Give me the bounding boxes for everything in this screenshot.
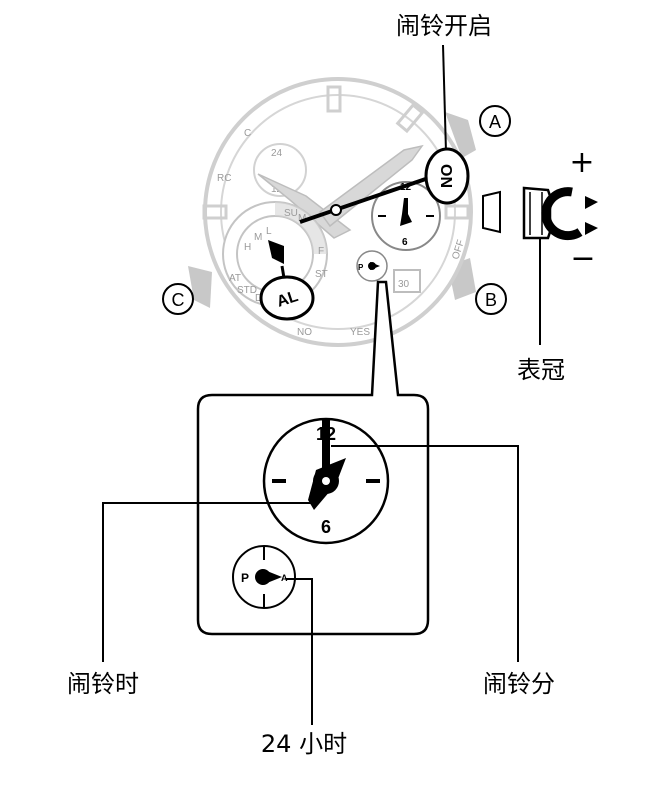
crown [482,186,552,345]
hour24-leader [286,578,313,725]
crown-label: 表冠 [517,356,565,384]
alarm-minute-label: 闹铃分 [483,670,555,698]
marker-2 [395,102,425,134]
mode-hand [268,240,284,264]
c-mark: C [244,128,251,139]
yes-mark: YES [350,327,370,338]
alarm-subdial-small-6: 6 [402,237,408,248]
alarm-subdial-large: 12 6 [262,417,390,545]
ring-h: H [244,242,251,253]
ring-m: M [298,213,306,224]
alarm-minute-hand [322,418,330,472]
ring-at: AT [229,273,241,284]
alarm-minute-leader [331,445,519,662]
al-callout-text: AL [275,288,301,311]
hour24-label: 24 小时 [261,730,347,758]
marker-9 [202,204,228,220]
button-a-body [445,112,476,158]
detail-6: 6 [321,517,331,537]
hour24-hand [262,569,282,585]
button-a-label: A [489,112,501,132]
button-b-label-circle [475,283,507,315]
crown-rotation-icon [541,187,598,241]
ring-f: F [318,246,324,257]
ring-m2: M [254,232,262,243]
ring-st: ST [315,269,328,280]
on-callout-text: ON [437,164,454,188]
rc-mark: RC [217,173,231,184]
button-c-body [188,266,212,308]
marker-12 [326,85,342,113]
alarm-on-label: 闹铃开启 [396,12,492,40]
second-hand-hub [330,204,342,216]
button-c-label-circle [162,283,194,315]
hour24-subdial-large: P A [232,545,296,609]
hour24-small-p: P [358,263,364,272]
ring-std: STD [237,285,257,296]
date-value: 30 [398,279,410,290]
on-callout [424,147,470,205]
alarm-hour-label: 闹铃时 [67,670,139,698]
ring-l: L [266,226,272,237]
date-window [393,269,421,293]
al-callout [259,275,315,321]
button-c-label: C [172,290,185,310]
al-pointer [280,265,286,279]
marker-3 [444,204,470,220]
upper-subdial-24: 24 [271,148,283,159]
detail-p: P [241,571,249,585]
ring-su: SU [284,208,298,219]
hour24-subdial-small: P [356,250,388,282]
detail-a: A [281,573,288,583]
button-a-label-circle [479,105,511,137]
on-leader [442,44,447,153]
crown-plus-label: + [569,145,594,180]
no-mark: NO [297,327,312,338]
alarm-hour-leader [102,502,312,662]
crown-minus-label: − [570,241,595,276]
button-b-label: B [485,290,497,310]
